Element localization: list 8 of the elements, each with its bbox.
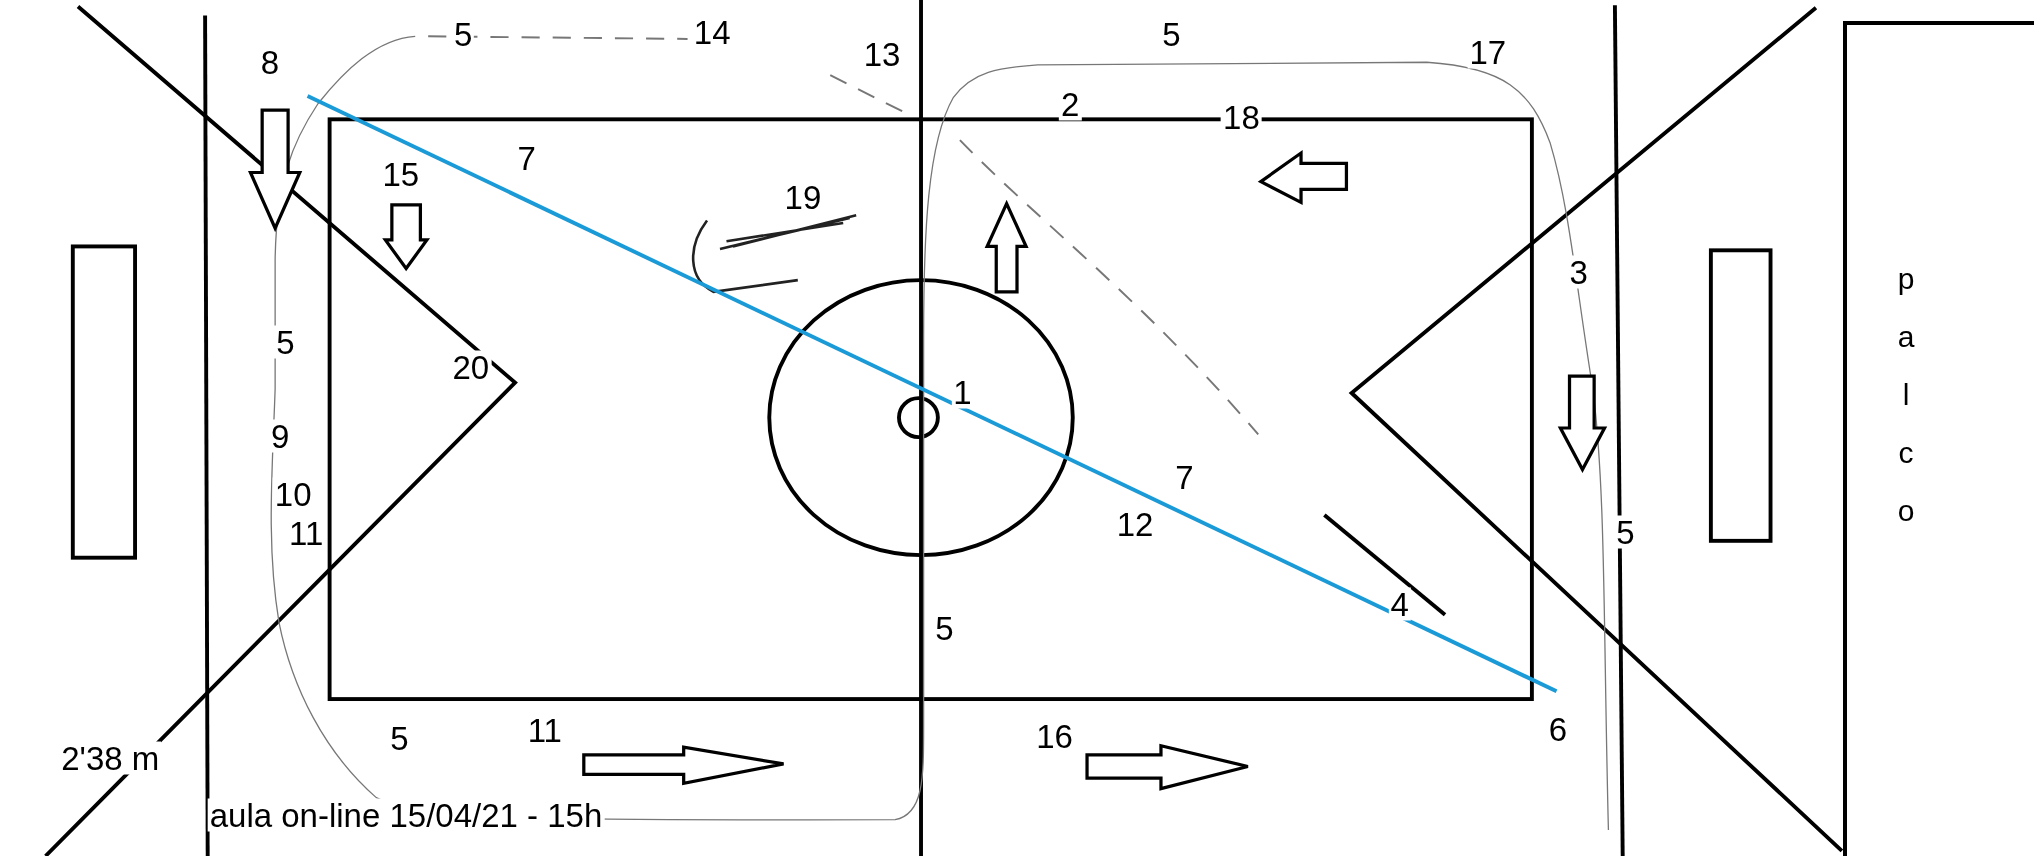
label-text: aula on-line 15/04/21 - 15h [207,798,605,832]
stage-label: palco [1897,261,1915,529]
label-text: 4 [1388,588,1411,621]
label-text: 3 [1567,255,1590,289]
label-text: 5 [274,325,297,359]
label-text: 5 [1614,515,1637,549]
stage-box [1843,21,2034,856]
label-text: 2'38 m [59,741,162,775]
